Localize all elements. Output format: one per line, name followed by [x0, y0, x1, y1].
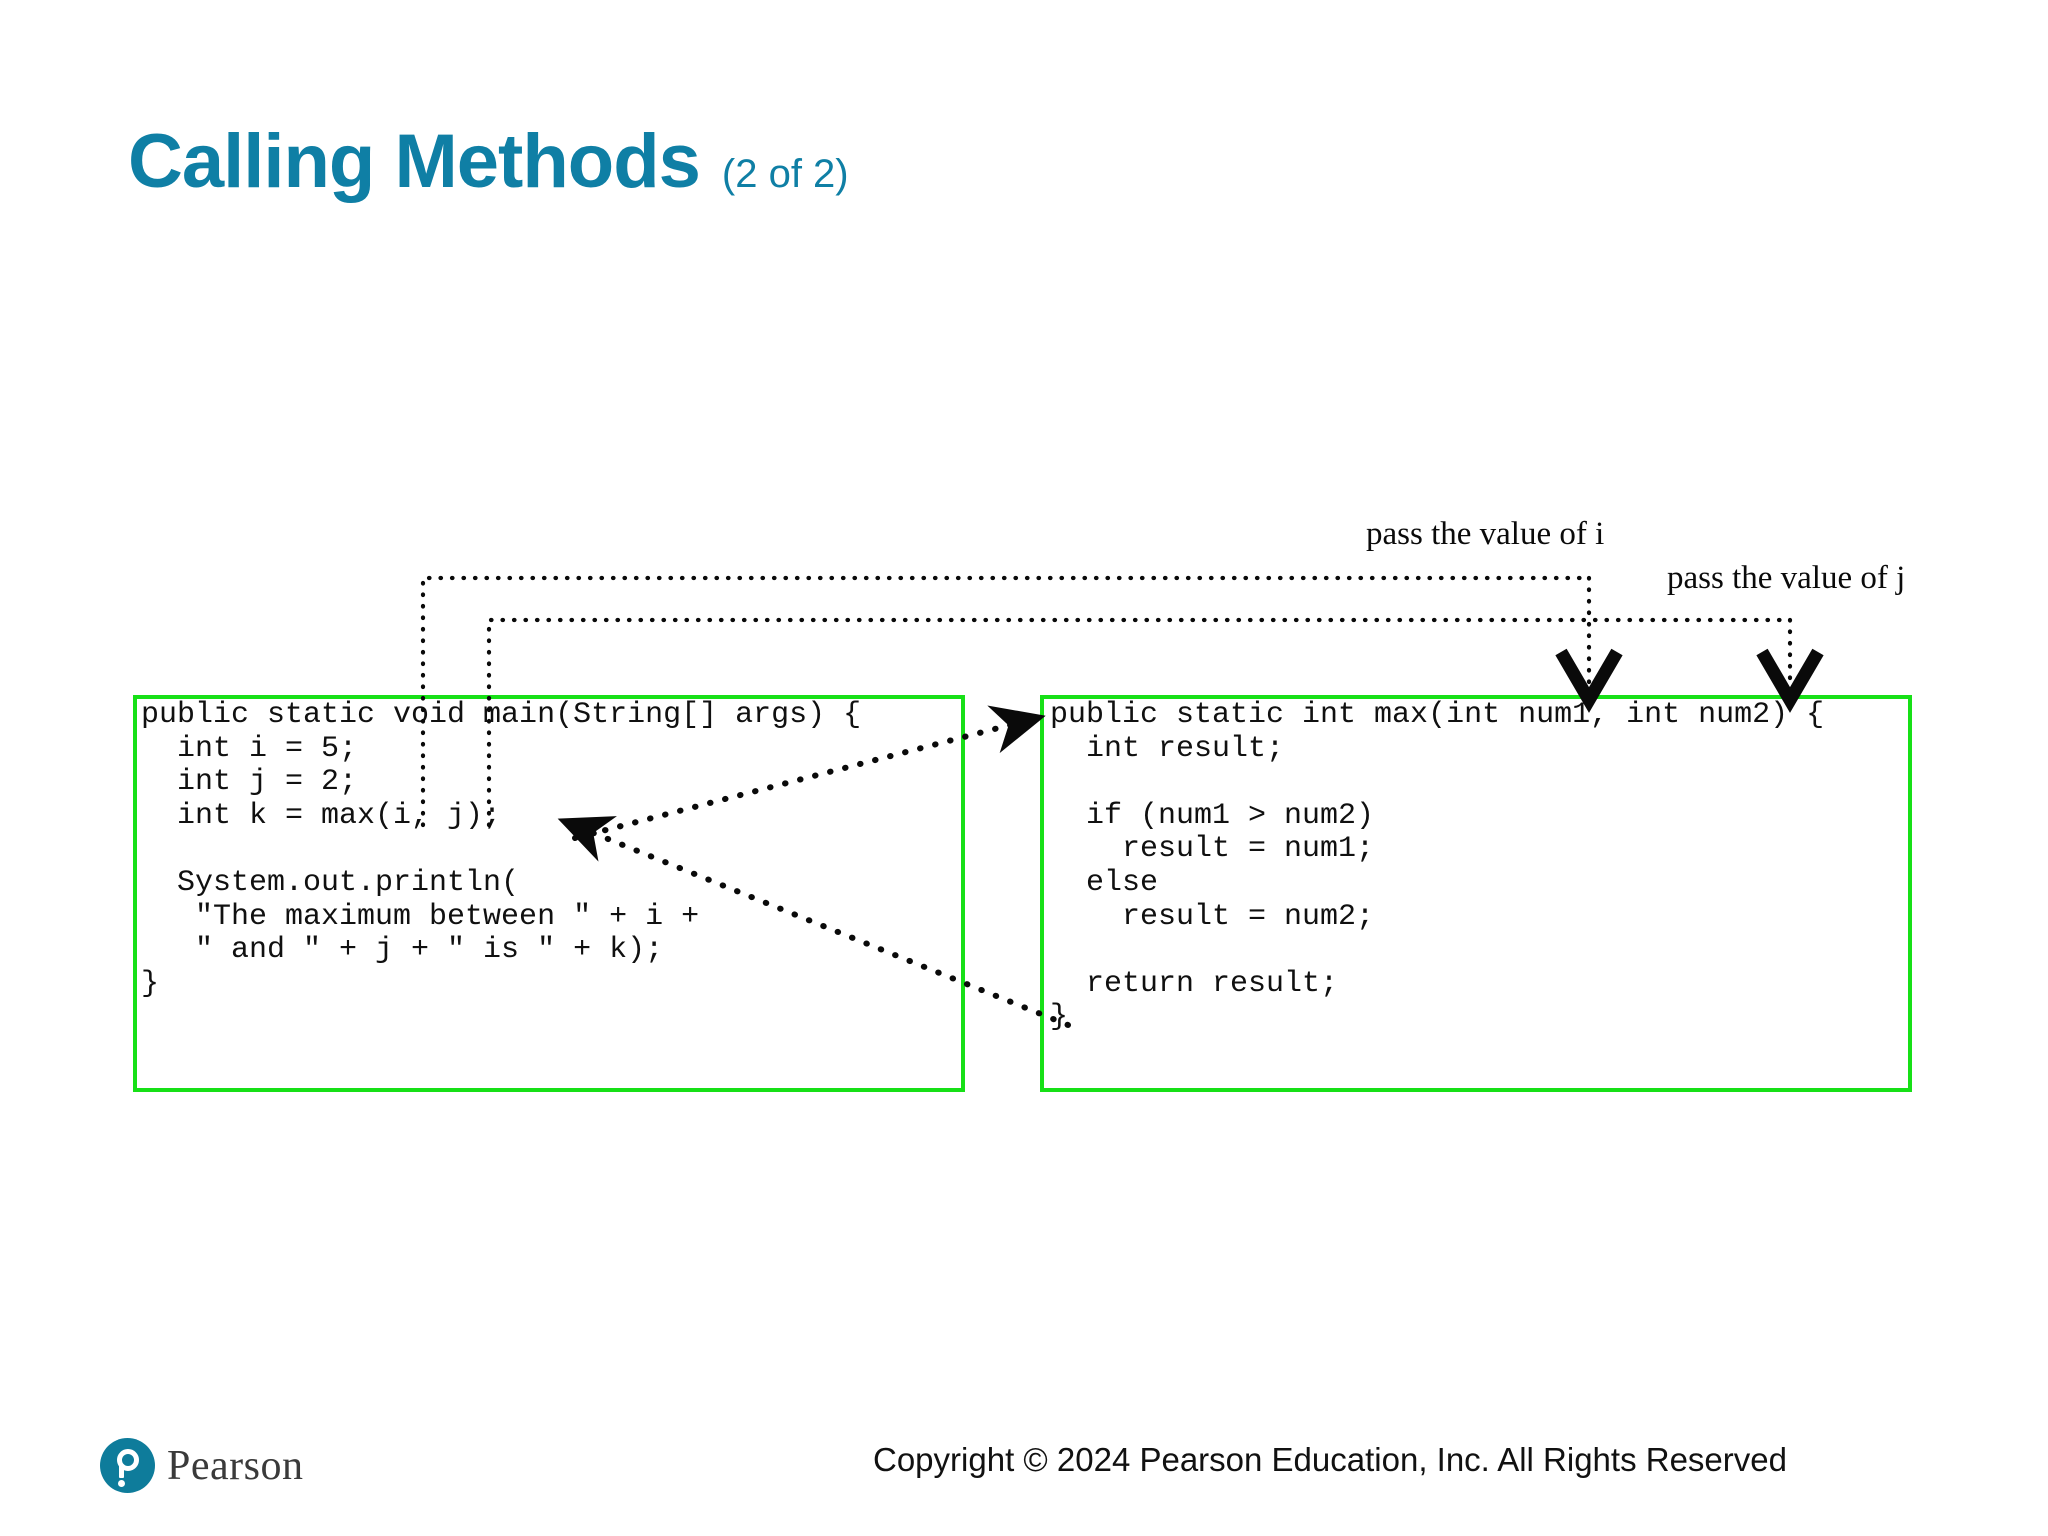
arrowhead-into-num1: [1555, 648, 1623, 713]
copyright-notice: Copyright © 2024 Pearson Education, Inc.…: [873, 1441, 1787, 1478]
code-text-main-method: public static void main(String[] args) {…: [141, 698, 862, 1001]
annotation-pass-value-of-i: pass the value of i: [1366, 516, 1605, 552]
pearson-logo: Pearson: [100, 1438, 303, 1493]
code-block-max-method: public static int max(int num1, int num2…: [1040, 695, 1912, 1092]
page-title: Calling Methods (2 of 2): [128, 124, 849, 200]
page-title-main: Calling Methods: [128, 119, 701, 204]
pearson-dot-icon: [118, 1480, 125, 1487]
pearson-wordmark: Pearson: [167, 1442, 304, 1489]
code-text-max-method: public static int max(int num1, int num2…: [1050, 698, 1825, 1035]
code-block-main-method: public static void main(String[] args) {…: [133, 695, 965, 1092]
arrowhead-into-num2: [1756, 648, 1824, 713]
annotation-pass-value-of-j: pass the value of j: [1667, 560, 1906, 596]
pearson-mark-icon: [100, 1438, 155, 1493]
page-title-part-indicator: (2 of 2): [721, 152, 849, 196]
